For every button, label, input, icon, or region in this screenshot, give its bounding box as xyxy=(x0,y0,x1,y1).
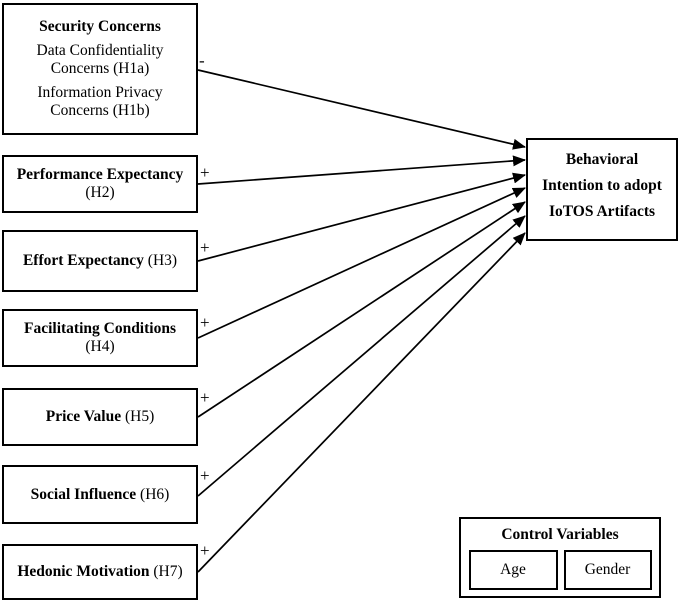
outcome-line-3: IoTOS Artifacts xyxy=(548,202,656,220)
control-var-gender: Gender xyxy=(563,550,652,590)
control-variables-title: Control Variables xyxy=(501,526,619,543)
construct-title: Security Concerns xyxy=(39,18,161,35)
arrow-h4 xyxy=(197,187,526,339)
construct-box-hedonic-motivation: Hedonic Motivation (H7) xyxy=(2,544,198,600)
outcome-box-behavioral-intention: Behavioral Intention to adopt IoTOS Arti… xyxy=(526,138,678,241)
construct-title: Facilitating Conditions xyxy=(23,320,176,337)
control-variables-box: Control Variables Age Gender xyxy=(459,517,661,598)
arrow-h3 xyxy=(197,172,526,262)
hypothesis-label: (H7) xyxy=(153,563,183,580)
path-sign-h3: + xyxy=(200,238,210,257)
construct-title: Effort Expectancy xyxy=(22,252,144,269)
path-sign-h2: + xyxy=(200,163,210,182)
construct-box-social-influence: Social Influence (H6) xyxy=(2,465,198,524)
path-sign-h6: + xyxy=(200,466,210,485)
hypothesis-label: (H6) xyxy=(140,485,170,503)
construct-box-price-value: Price Value (H5) xyxy=(2,388,198,446)
path-sign-h4: + xyxy=(200,313,210,332)
hypothesis-label: (H2) xyxy=(85,184,115,201)
construct-box-facilitating-conditions: Facilitating Conditions (H4) xyxy=(2,309,198,367)
hypothesis-label: (H5) xyxy=(124,408,155,425)
hypothesis-label: (H4) xyxy=(85,338,115,355)
control-variables-row: Age Gender xyxy=(468,550,652,590)
construct-title: Performance Expectancy xyxy=(16,166,184,183)
construct-title: Social Influence xyxy=(30,485,137,503)
arrow-h5 xyxy=(197,201,526,418)
arrow-h6 xyxy=(197,215,526,497)
construct-subitem-h1a: Data Confidentiality Concerns (H1a) xyxy=(36,42,164,77)
arrow-h2 xyxy=(197,155,526,185)
control-var-age: Age xyxy=(468,550,558,590)
construct-box-performance-expectancy: Performance Expectancy (H2) xyxy=(2,155,198,213)
construct-box-effort-expectancy: Effort Expectancy (H3) xyxy=(2,230,198,292)
arrow-h7 xyxy=(197,232,526,573)
outcome-line-1: Behavioral xyxy=(565,150,639,168)
construct-box-security-concerns: Security Concerns Data Confidentiality C… xyxy=(2,3,198,135)
path-sign-h5: + xyxy=(200,388,210,407)
construct-title: Hedonic Motivation xyxy=(17,563,150,580)
arrow-h1 xyxy=(197,69,526,150)
outcome-line-2: Intention to adopt xyxy=(542,176,662,194)
construct-title: Price Value xyxy=(45,408,122,425)
construct-subitem-h1b: Information Privacy Concerns (H1b) xyxy=(37,84,163,119)
hypothesis-label: (H3) xyxy=(147,252,178,269)
path-sign-h7: + xyxy=(200,541,210,560)
path-sign-h1: - xyxy=(199,51,205,70)
